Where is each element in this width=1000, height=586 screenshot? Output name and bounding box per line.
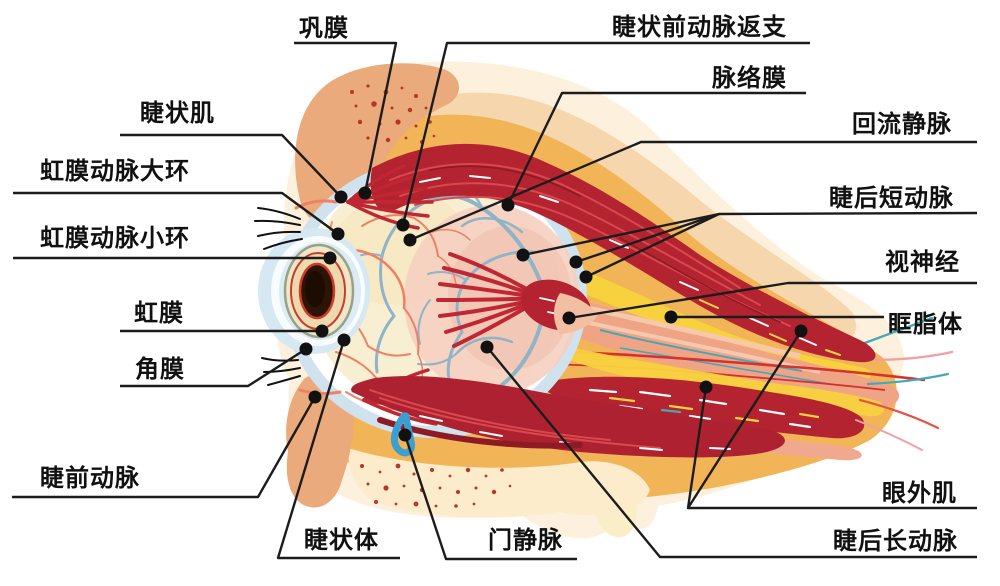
label-minor-arterial-circle: 虹膜动脉小环: [40, 224, 190, 252]
label-ciliary-muscle: 睫状肌: [140, 99, 215, 127]
label-anterior-ciliary-recurrent-branch: 睫状前动脉返支: [612, 13, 787, 41]
label-long-posterior-ciliary-artery: 睫后长动脉: [833, 527, 958, 555]
trailing-fibers: [855, 316, 954, 451]
label-sclera: 巩膜: [299, 14, 349, 42]
leader-optic-nerve: [568, 281, 977, 320]
lower-extraocular-muscle: [548, 376, 865, 439]
label-cornea: 角膜: [135, 355, 185, 383]
label-anterior-ciliary-artery: 睫前动脉: [40, 464, 140, 492]
leader-lines: [12, 41, 978, 561]
speckle-cluster-lower: [360, 463, 512, 508]
superior-muscle: [370, 143, 876, 363]
label-choroid: 脉络膜: [712, 64, 787, 92]
leader-choroid: [506, 91, 806, 206]
leader-ciliary-body: [276, 339, 400, 560]
eyelashes: [254, 207, 303, 386]
leader-short-posterior-2: [575, 212, 720, 264]
label-orbital-fat: 眶脂体: [888, 310, 963, 338]
leader-cornea: [120, 347, 307, 388]
leader-dots: [299, 186, 808, 442]
leader-vortex-vein: [409, 140, 977, 242]
vortex-vein-vessel: [390, 412, 416, 457]
label-vortex-vein: 回流静脉: [852, 110, 952, 138]
leader-major-circle: [13, 191, 339, 235]
label-extraocular-muscle: 眼外肌: [882, 479, 957, 507]
leader-portal-vein: [403, 434, 577, 561]
label-ciliary-body: 睫状体: [304, 526, 379, 554]
leader-extraocular-2: [686, 386, 708, 509]
label-major-arterial-circle: 虹膜动脉大环: [40, 157, 190, 185]
cornea-iris-assembly: [258, 228, 370, 354]
optic-nerve-head: [554, 293, 598, 334]
label-iris: 虹膜: [134, 299, 184, 327]
yellow-band-upper: [545, 255, 871, 381]
leader-anterior-ciliary: [12, 396, 317, 499]
leader-anterior-ciliary-recurrent: [401, 41, 810, 226]
lower-speckled-band: [348, 448, 650, 518]
leader-sclera: [294, 41, 398, 194]
leader-ciliary-muscle: [120, 133, 342, 198]
ciliary-muscle-fan-upper: [346, 164, 434, 230]
label-portal-vein: 门静脉: [488, 526, 563, 554]
label-optic-nerve: 视神经: [885, 248, 960, 276]
inferior-muscle: [351, 375, 785, 458]
upper-lid-skin: [295, 63, 460, 228]
leader-short-posterior-3: [585, 212, 720, 279]
leader-long-posterior: [486, 346, 977, 559]
label-short-posterior-ciliary-artery: 睫后短动脉: [829, 184, 954, 212]
